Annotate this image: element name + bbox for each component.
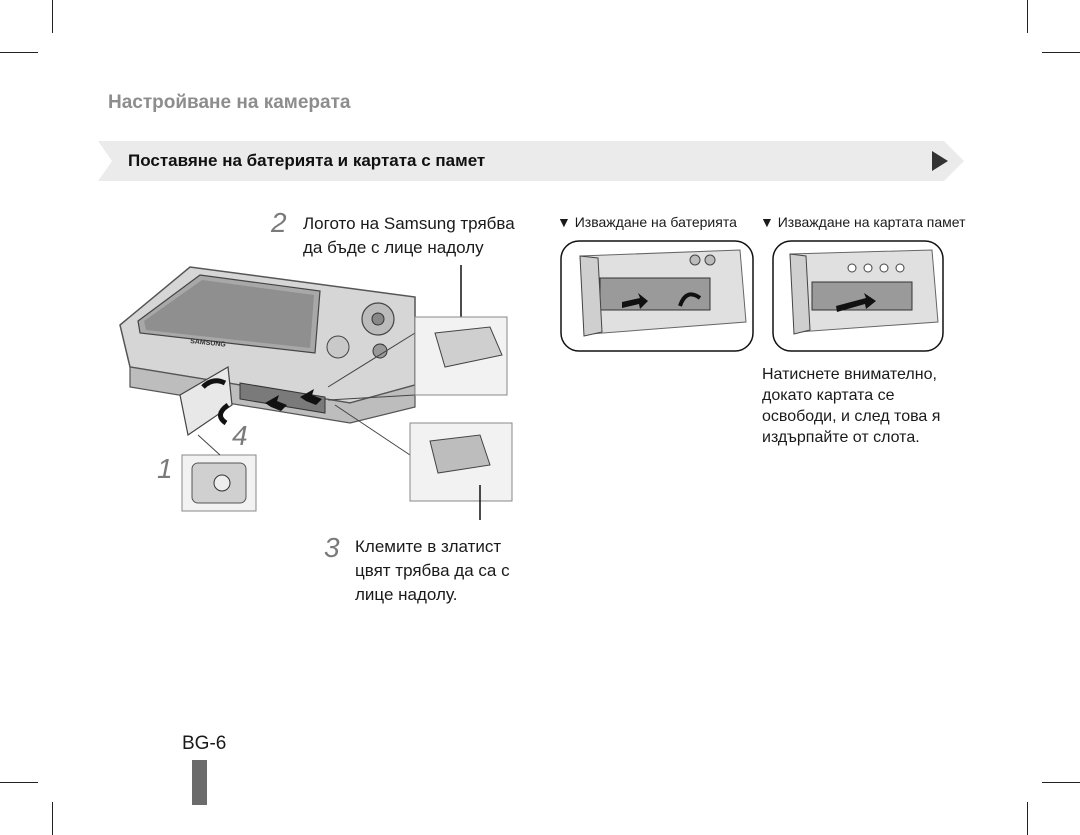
step-2-line-1: Логото на Samsung трябва xyxy=(303,214,515,233)
note-line-2: докато картата се xyxy=(762,387,895,404)
camera-illustration: SAMSUNG xyxy=(119,265,513,520)
page-title: Настройване на камерата xyxy=(108,92,351,113)
card-removal-illustration xyxy=(772,240,944,352)
crop-mark xyxy=(1042,52,1080,53)
battery-removal-illustration xyxy=(560,240,754,352)
crop-mark xyxy=(1042,782,1080,783)
step-2-text: Логото на Samsung трябва да бъде с лице … xyxy=(303,212,515,260)
step-2-line-2: да бъде с лице надолу xyxy=(303,238,484,257)
step-3-text: Клемите в златист цвят трябва да са с ли… xyxy=(355,535,510,607)
section-heading: Поставяне на батерията и картата с памет xyxy=(128,151,486,170)
crop-mark xyxy=(0,52,38,53)
camera-brand-label: SAMSUNG xyxy=(190,338,227,349)
step-1-number: 1 xyxy=(157,453,173,484)
step-2-number: 2 xyxy=(271,207,287,238)
crop-mark xyxy=(52,802,53,835)
crop-mark xyxy=(0,782,38,783)
crop-mark xyxy=(1027,0,1028,33)
battery-removal-caption: ▼ Изваждане на батерията xyxy=(557,214,737,230)
crop-mark xyxy=(52,0,53,33)
step-3-line-3: лице надолу. xyxy=(355,585,458,604)
page-number: BG-6 xyxy=(182,733,227,754)
card-removal-note: Натиснете внимателно, докато картата се … xyxy=(762,364,940,448)
card-removal-caption: ▼ Изваждане на картата памет xyxy=(760,214,966,230)
page-tab-marker xyxy=(192,760,207,805)
step-3-line-2: цвят трябва да са с xyxy=(355,561,510,580)
section-banner xyxy=(98,141,964,181)
step-3-number: 3 xyxy=(324,532,340,563)
crop-mark xyxy=(1027,802,1028,835)
note-line-1: Натиснете внимателно, xyxy=(762,366,937,383)
note-line-3: освободи, и след това я xyxy=(762,408,941,425)
note-line-4: издърпайте от слота. xyxy=(762,429,920,446)
step-3-line-1: Клемите в златист xyxy=(355,537,502,556)
step-4-number: 4 xyxy=(232,420,248,451)
